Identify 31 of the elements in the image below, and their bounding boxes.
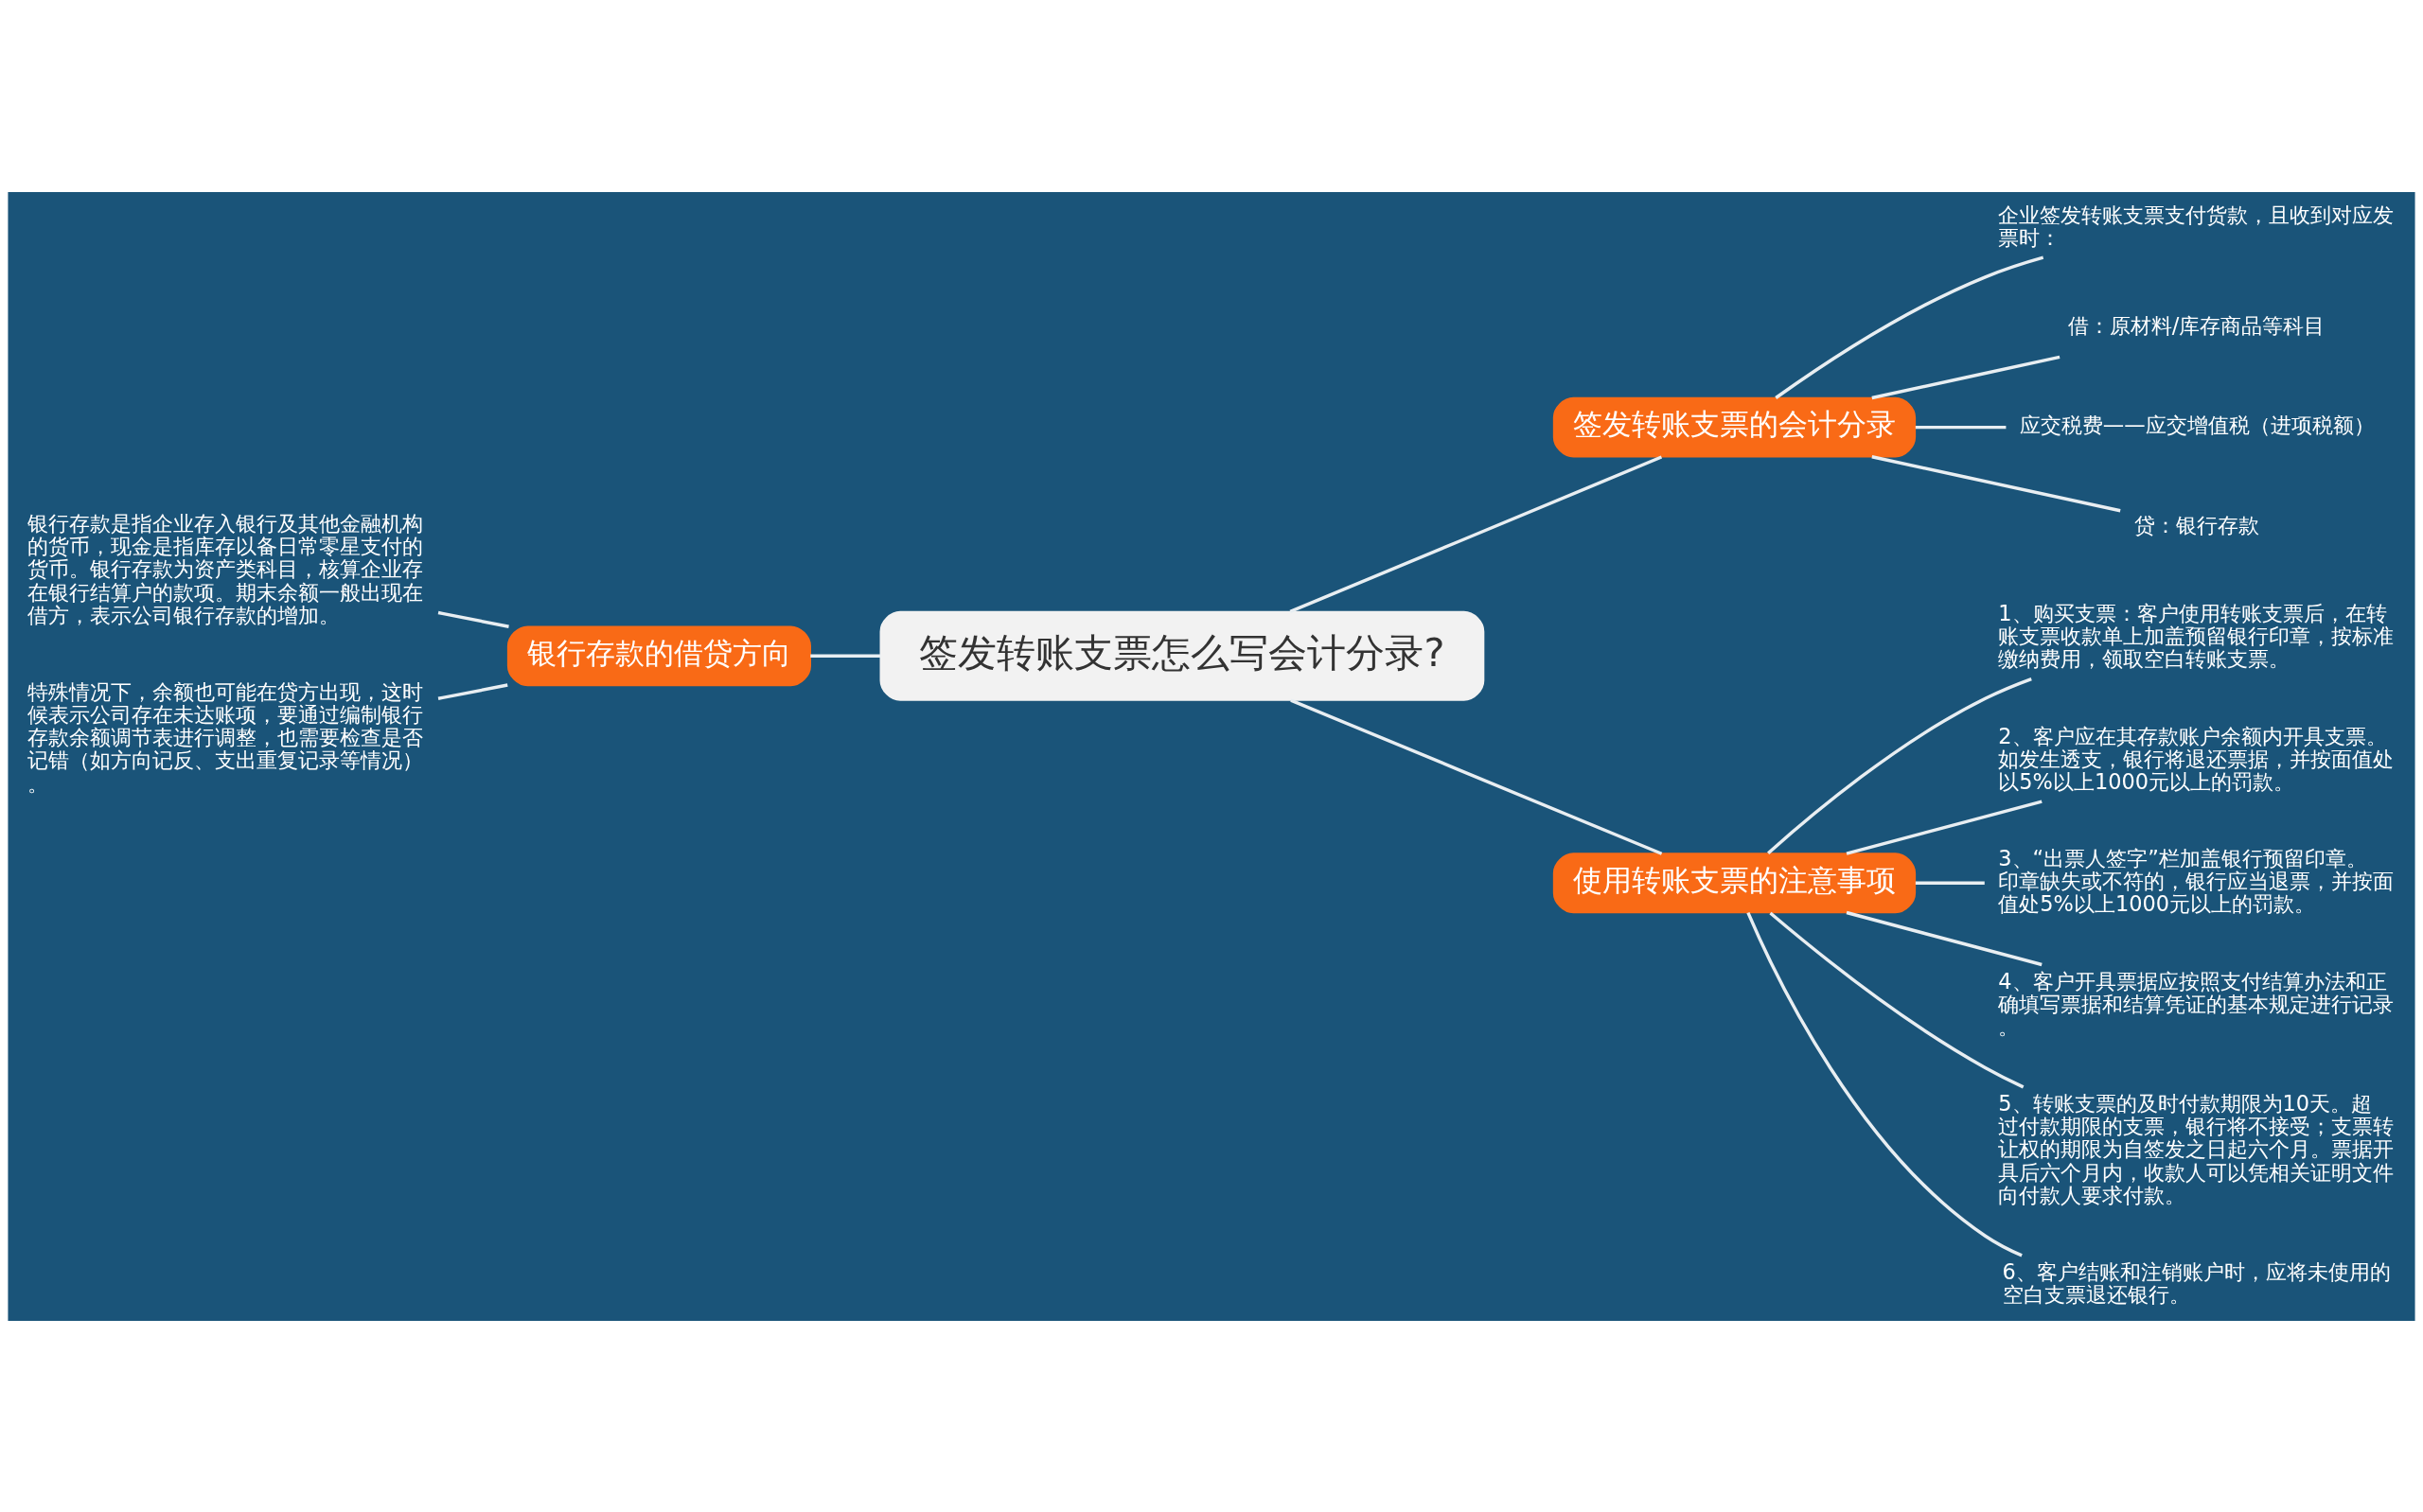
node-text: 3、“出票人签字”栏加盖银行预留印章。印章缺失或不符的，银行应当退票，并按面值处5%以上1000元以上的罚款。 [1998, 845, 2395, 916]
node-box: 使用转账支票的注意事项 [1552, 852, 1917, 913]
node-text: 5、转账支票的及时付款期限为10天。超过付款期限的支票，银行将不接受；支票转让权的期限为自签发之日起六个月。票据开具后六个月内，收款人可以凭相关证明文件向付款人要求付款。 [1998, 1090, 2395, 1207]
connector [1746, 911, 2023, 1257]
connector [1915, 881, 1985, 885]
node-text: 1、购买支票：客户使用转账支票后，在转账支票收款单上加盖预留银行印章，按标准缴纳费用，领取空白转账支票。 [1998, 600, 2395, 671]
node-box: 签发转账支票怎么写会计分录? [879, 610, 1485, 701]
node-text: 2、客户应在其存款账户余额内开具支票。如发生透支，银行将退还票据，并按面值处以5%以上1000元以上的罚款。 [1998, 723, 2395, 794]
node-box: 银行存款的借贷方向 [506, 624, 811, 686]
connector [1290, 698, 1663, 855]
connector [1871, 355, 2060, 399]
connector [1871, 454, 2121, 512]
connector [810, 654, 881, 658]
connector [437, 682, 508, 700]
connector [1775, 255, 2044, 399]
node-text: 6、客户结账和注销账户时，应将未使用的空白支票退还银行。 [2002, 1258, 2391, 1307]
node-text: 特殊情况下，余额也可能在贷方出现，这时候表示公司存在未达账项，要通过编制银行存款余额调节表进行调整，也需要检查是否记错（如方向记反、支出重复记录等情况）。 [27, 678, 424, 796]
connector [1846, 799, 2043, 855]
connector [1767, 677, 2032, 854]
node-text: 银行存款是指企业存入银行及其他金融机构的货币，现金是指库存以备日常零星支付的货币。银行存款为资产类科目，核算企业存在银行结算户的款项。期末余额一般出现在借方，表示公司银行存款的增加。 [27, 510, 424, 627]
node-text: 借：原材料/库存商品等科目 [2067, 312, 2326, 338]
node-text: 4、客户开具票据应按照支付结算办法和正确填写票据和结算凭证的基本规定进行记录。 [1998, 967, 2395, 1039]
connector [1289, 454, 1663, 613]
node-text: 贷：银行存款 [2133, 512, 2259, 537]
connector [1915, 425, 2007, 429]
connector [1846, 910, 2043, 966]
node-text: 应交税费——应交增值税（进项税额） [2019, 412, 2375, 437]
node-box: 签发转账支票的会计分录 [1552, 396, 1917, 458]
node-text: 企业签发转账支票支付货款，且收到对应发票时： [1998, 202, 2395, 250]
connector [437, 610, 509, 628]
connector [1769, 911, 2025, 1088]
